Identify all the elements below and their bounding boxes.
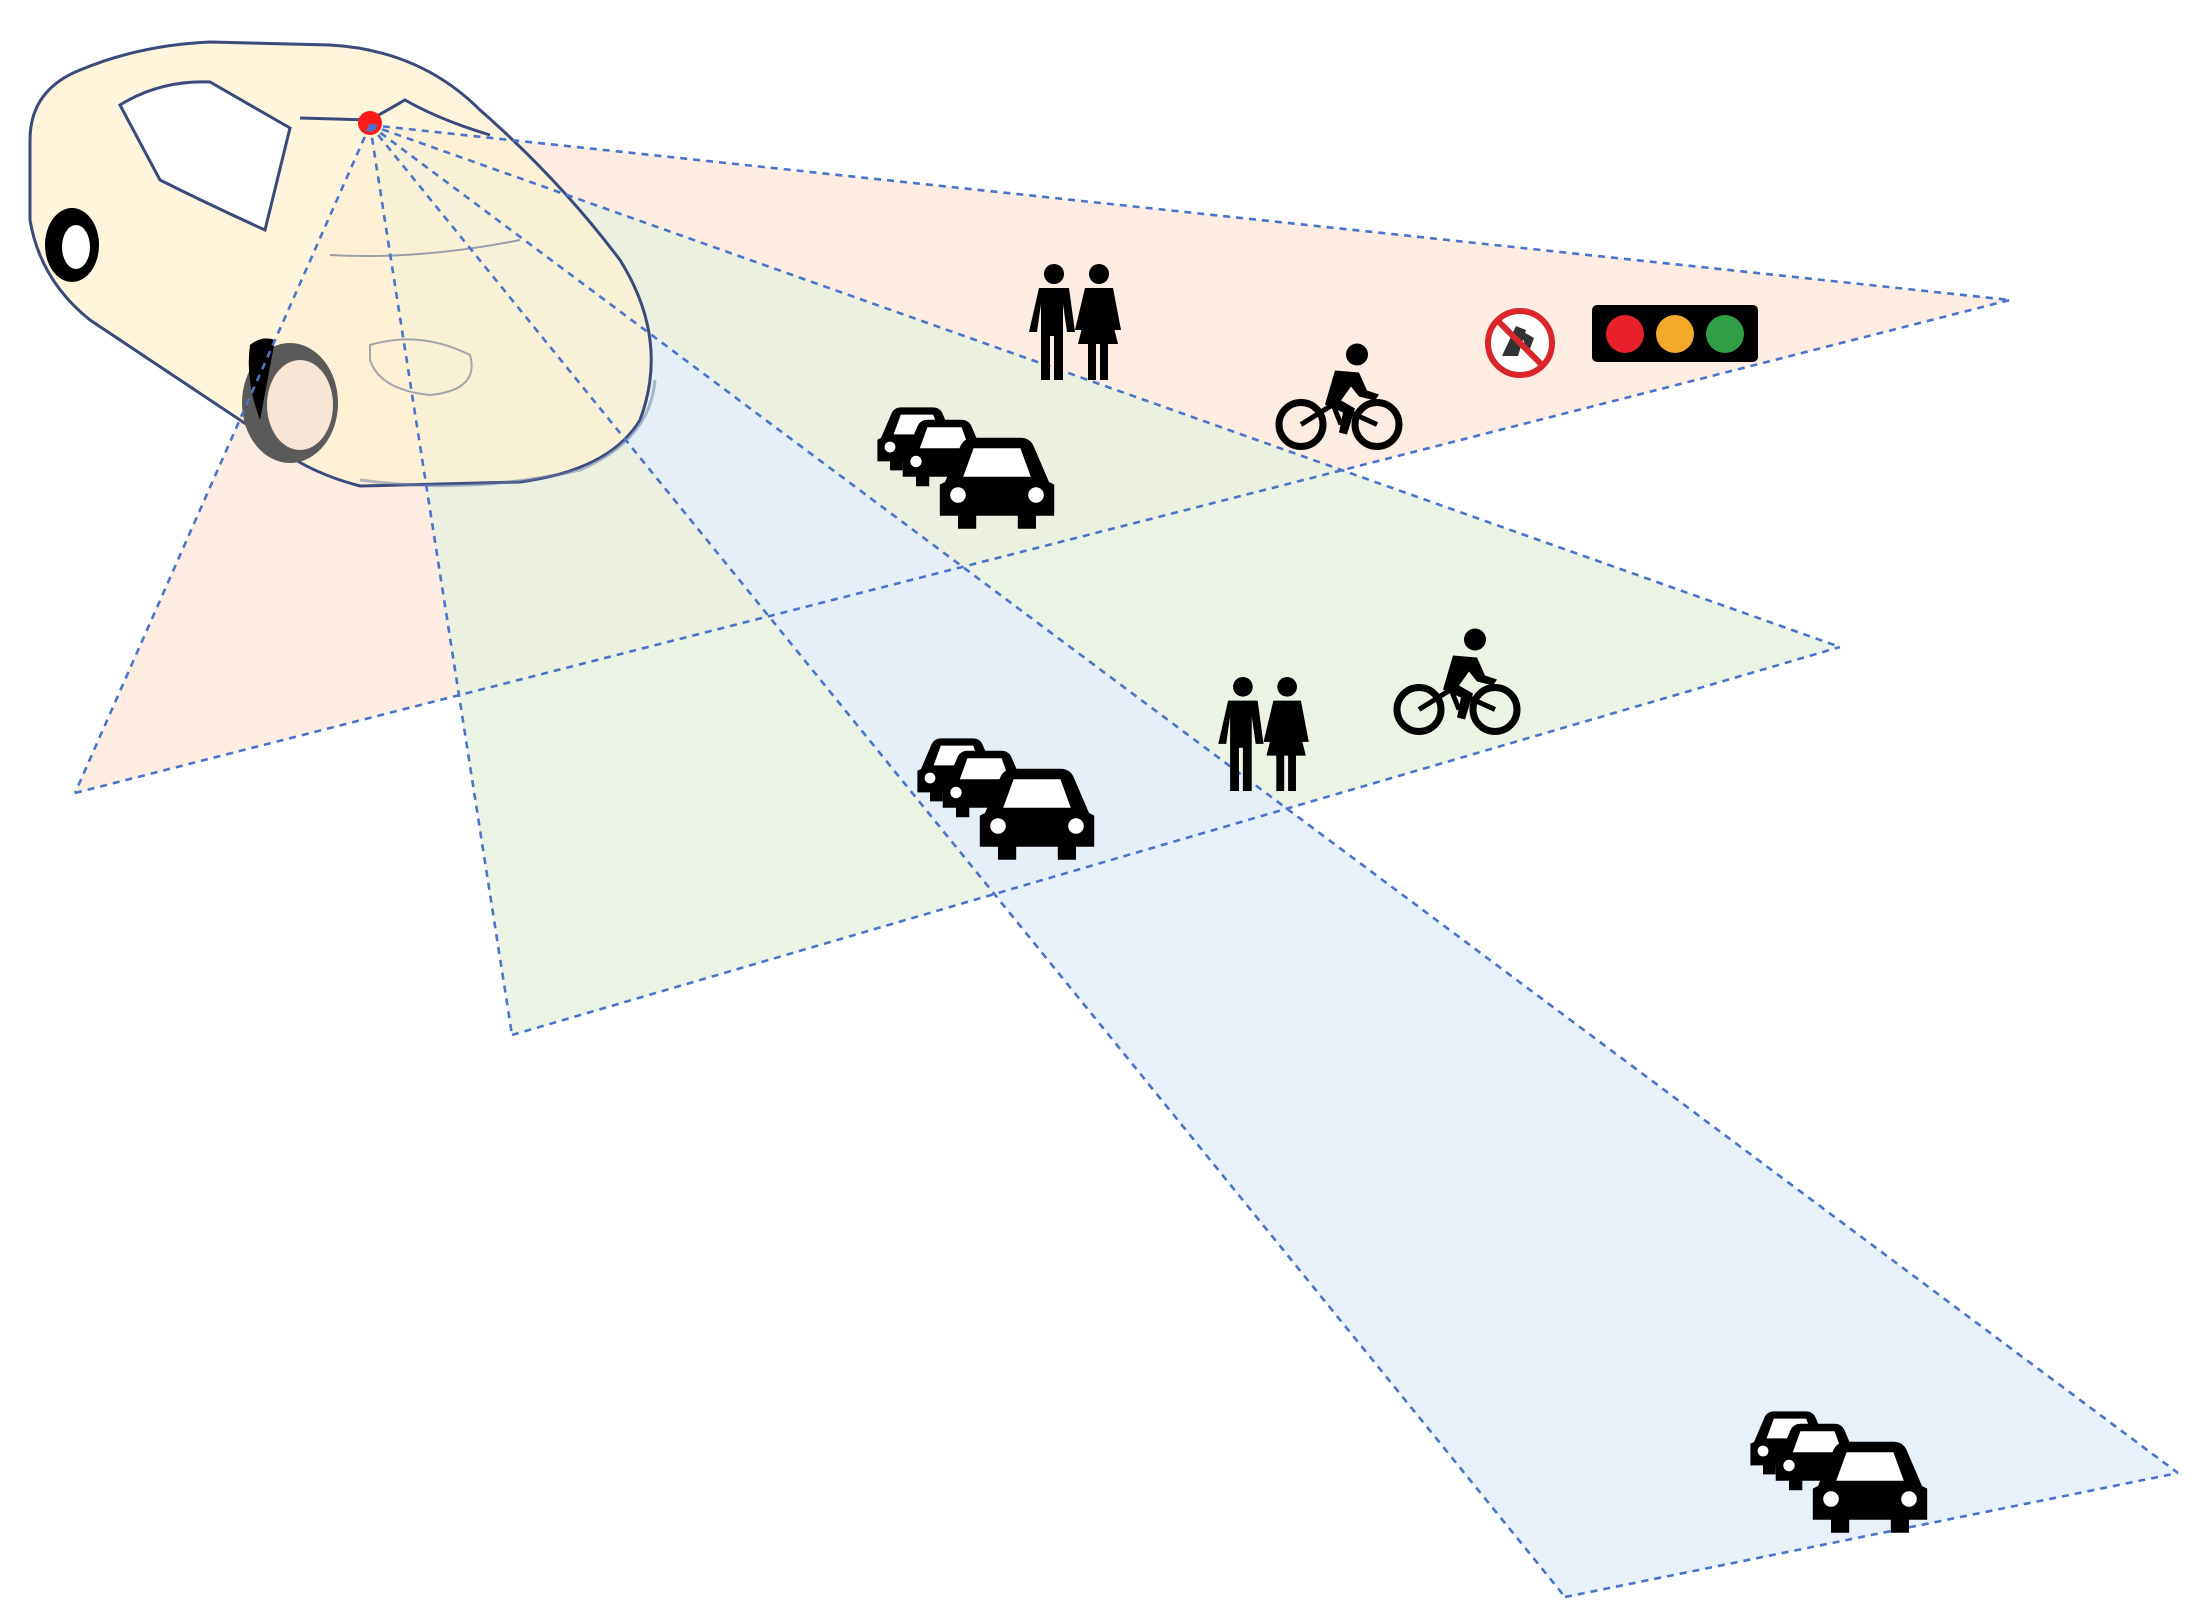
wide-zone-edge [74,298,2011,795]
fov-edges [73,123,2179,1599]
car-illustration [28,40,657,488]
long-range-zone [370,125,2178,1597]
traffic-light-icon [1592,305,1758,362]
wide-zone-edge [369,123,2011,302]
long-zone-edge [1564,1471,2179,1599]
medium-zone-edge [511,645,1841,1037]
medium-zone-edge [368,124,514,1036]
wide-zone-edge [73,124,372,794]
medium-range-zone [370,125,1840,1035]
no-sign-icon [1485,308,1555,378]
long-zone-edge [368,124,1567,1598]
sensor-point [358,111,382,135]
